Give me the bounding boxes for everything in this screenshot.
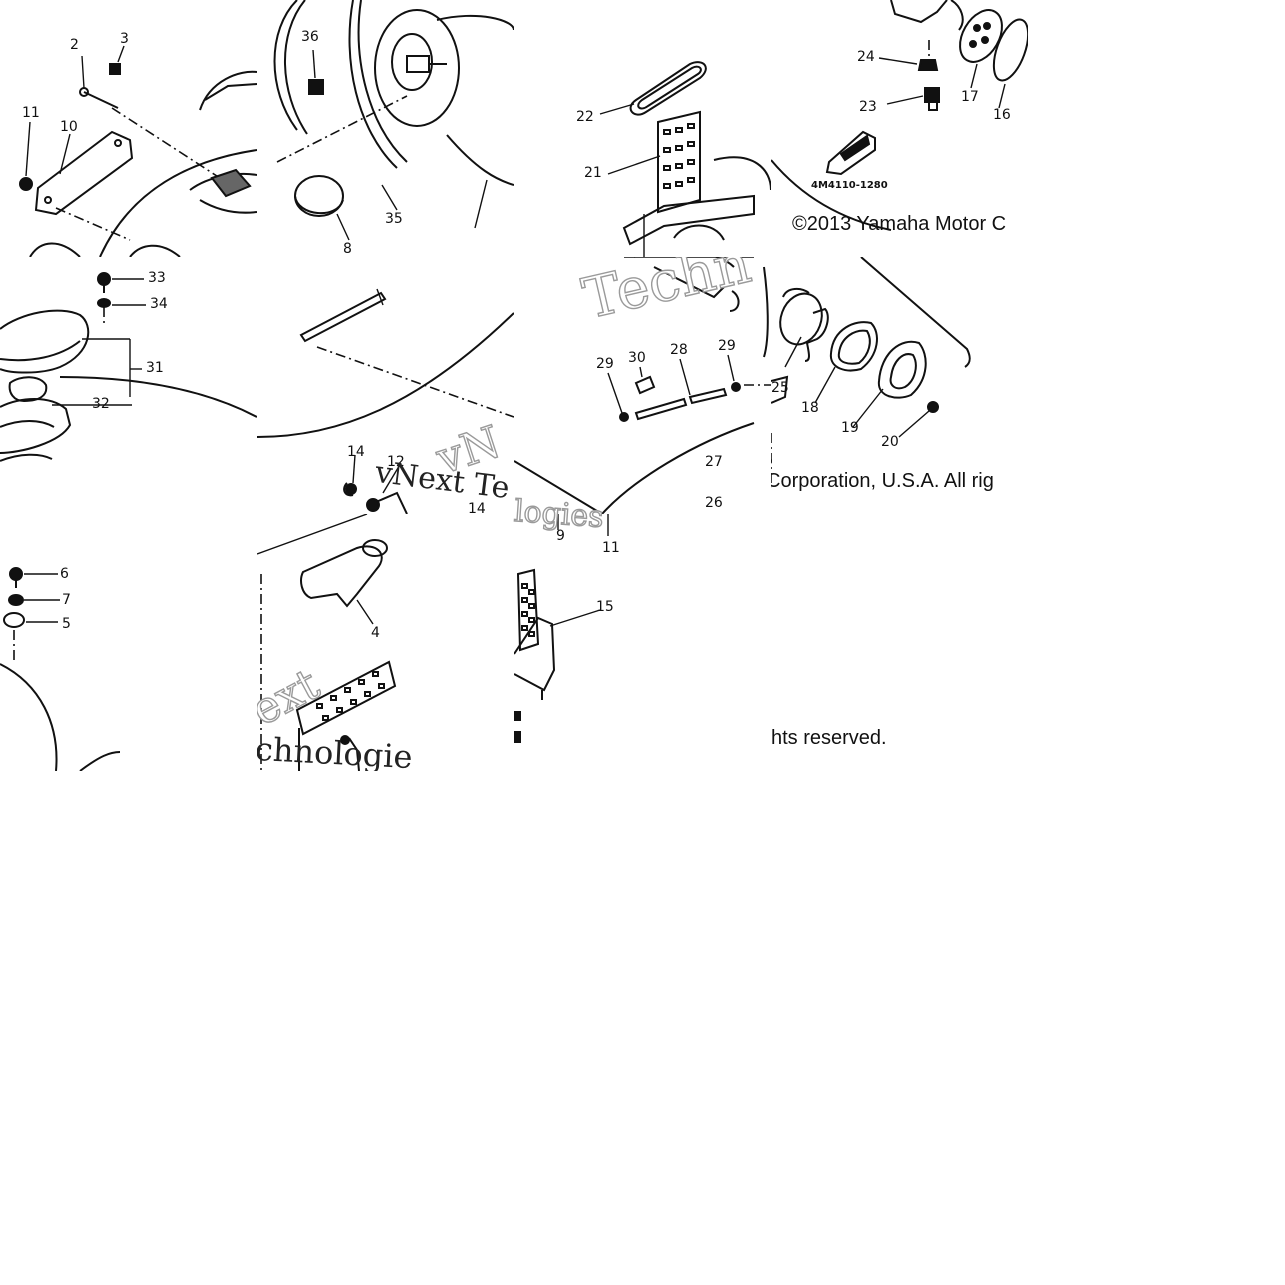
diagram-tile-bottom-center: 15 [514, 514, 771, 771]
callout-22: 22 [576, 109, 594, 125]
callout-35: 35 [385, 211, 403, 227]
callout-19: 19 [841, 420, 859, 436]
diagram-tile-top-right-b: 24 23 17 16 4M4110-1280 ©2013 Yamaha Mot… [771, 0, 1028, 257]
diagram-tile-middle-left: 33 34 31 32 [0, 257, 257, 514]
diagram-tile-top-middle: 36 35 8 [257, 0, 514, 257]
copyright-line-3: hts reserved. [771, 727, 887, 749]
diagram-tile-middle-middle: 14 12 vNext Te vN [257, 257, 514, 514]
callout-25: 25 [771, 380, 789, 396]
callout-15: 15 [596, 599, 614, 615]
callout-27-label: 27 [705, 454, 723, 470]
callout-21: 21 [584, 165, 602, 181]
callout-34: 34 [150, 296, 168, 312]
tile-top-middle-drawing [273, 0, 514, 241]
callout-11-lower: 11 [602, 540, 620, 556]
tile-bottom-center-drawing [514, 514, 609, 743]
callout-4: 4 [371, 625, 380, 641]
diagram-tile-bottom-right: hts reserved. [771, 514, 1028, 771]
diagram-tile-middle-right-b: 25 18 19 20 27 26 Corporation, U.S.A. Al… [771, 257, 1028, 514]
callout-23: 23 [859, 99, 877, 115]
callout-29-left: 29 [596, 356, 614, 372]
callout-24: 24 [857, 49, 875, 65]
callout-5: 5 [62, 616, 71, 632]
callout-17: 17 [961, 89, 979, 105]
callout-28: 28 [670, 342, 688, 358]
tile-bottom-left-drawing [0, 567, 121, 771]
tile-top-right-a-drawing [599, 61, 771, 257]
callout-2: 2 [70, 37, 79, 53]
tile-middle-left-drawing [0, 272, 257, 462]
tile-middle-right-a-drawing [514, 257, 771, 514]
callout-18: 18 [801, 400, 819, 416]
tile-middle-middle-drawing [257, 288, 514, 514]
callout-20: 20 [881, 434, 899, 450]
diagram-code: 4M4110-1280 [811, 180, 888, 191]
diagram-tile-middle-right-a: 29 30 28 29 Techn [514, 257, 771, 514]
callout-14-lower: 14 [468, 501, 486, 517]
callout-33: 33 [148, 270, 166, 286]
callout-32: 32 [92, 396, 110, 412]
callout-31: 31 [146, 360, 164, 376]
callout-9: 9 [556, 528, 565, 544]
tile-bottom-middle-drawing [257, 514, 397, 771]
diagram-tile-top-right-a: 22 21 [514, 0, 771, 257]
callout-30: 30 [628, 350, 646, 366]
tile-middle-right-b-drawing [771, 257, 971, 489]
callout-12: 12 [387, 454, 405, 470]
callout-14: 14 [347, 444, 365, 460]
callout-8: 8 [343, 241, 352, 257]
tile-top-left-drawing [19, 45, 257, 257]
diagram-tile-bottom-left: 6 7 5 [0, 514, 257, 771]
callout-7: 7 [62, 592, 71, 608]
diagram-tile-bottom-middle: 4 ext chnologie [257, 514, 514, 771]
diagram-tile-top-left: 2 3 11 10 [0, 0, 257, 257]
callout-11: 11 [22, 105, 40, 121]
callout-10: 10 [60, 119, 78, 135]
callout-29-right: 29 [718, 338, 736, 354]
callout-36: 36 [301, 29, 319, 45]
callout-6: 6 [60, 566, 69, 582]
callout-3: 3 [120, 31, 129, 47]
copyright-line-2: Corporation, U.S.A. All rig [771, 470, 994, 492]
tile-top-right-b-drawing [771, 0, 1028, 231]
callout-16: 16 [993, 107, 1011, 123]
callout-26-label: 26 [705, 495, 723, 511]
copyright-line-1: ©2013 Yamaha Motor C [792, 213, 1007, 235]
